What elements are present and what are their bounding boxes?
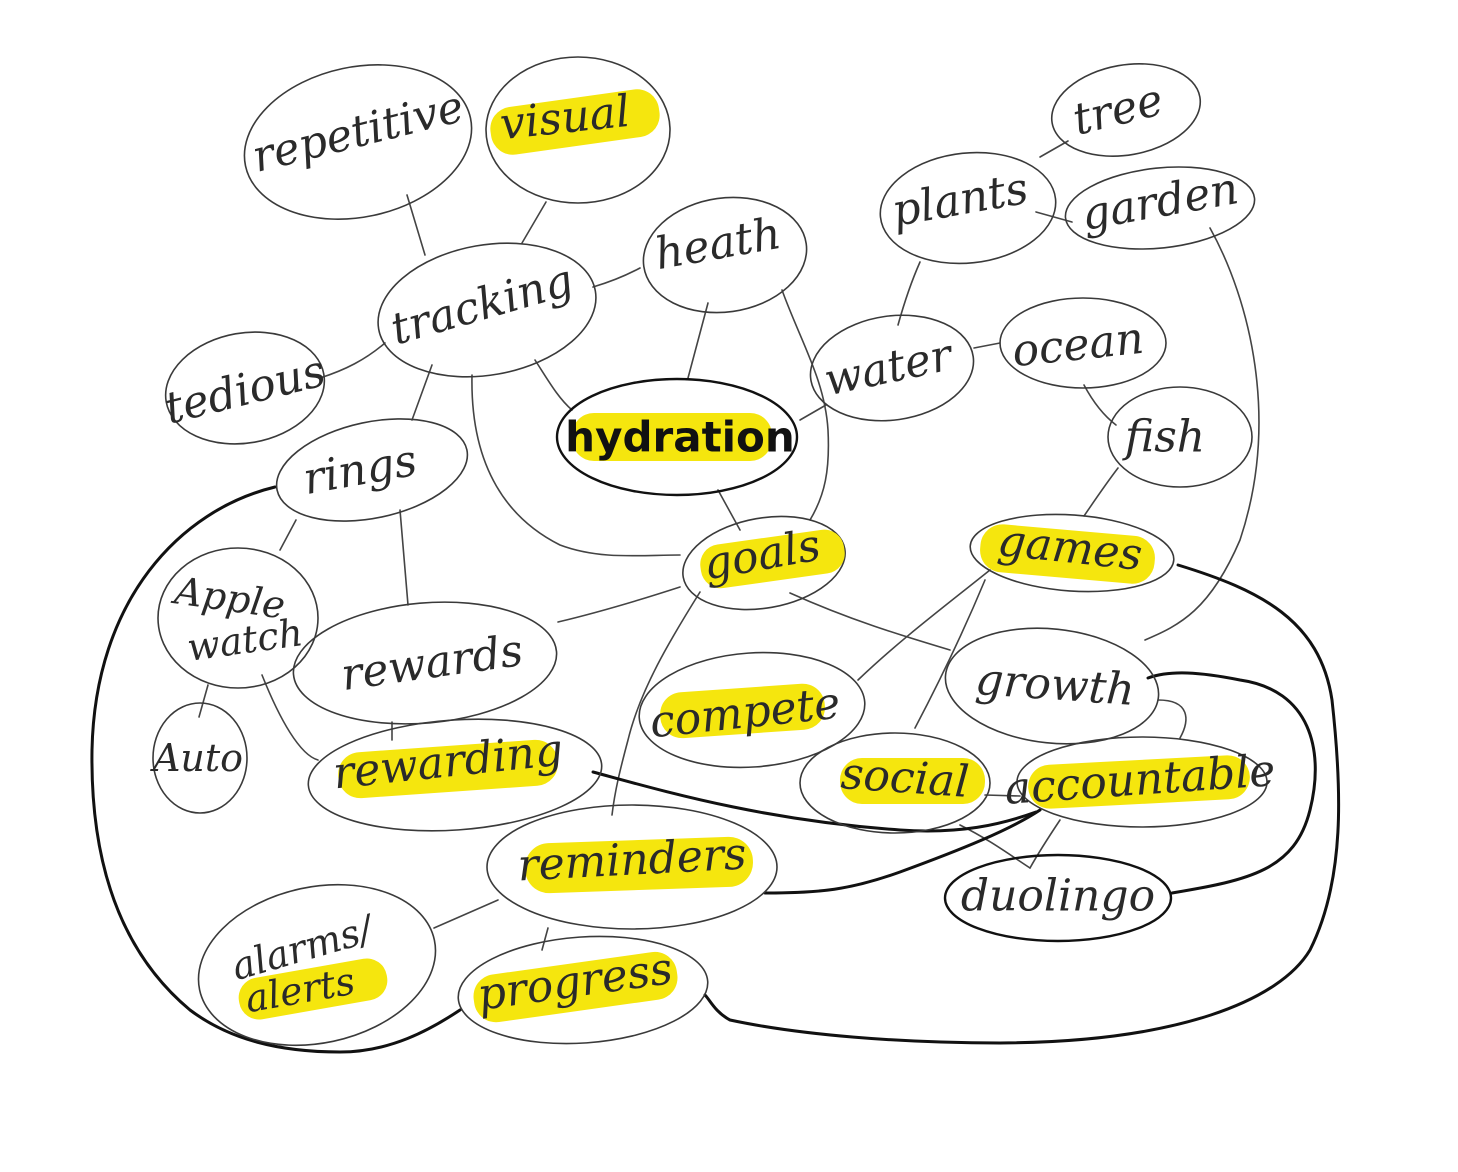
edge-tracking-hydration bbox=[534, 359, 573, 411]
node-rewarding: rewarding bbox=[307, 718, 603, 832]
edge-plants-water bbox=[897, 261, 921, 326]
node-label-fish: fish bbox=[1122, 412, 1205, 463]
edge-tracking-goals bbox=[471, 374, 681, 557]
node-repetitive: repetitive bbox=[243, 64, 473, 220]
edge-reminders-accountable-bold bbox=[763, 808, 1042, 895]
edge-health-hydration bbox=[687, 302, 709, 379]
edge-plants-tree bbox=[1039, 140, 1069, 158]
edge-games-social bbox=[914, 579, 986, 729]
node-label-rewards: rewards bbox=[338, 625, 526, 701]
node-social: social bbox=[799, 732, 991, 834]
edge-ocean-fish bbox=[1083, 384, 1117, 426]
edge-goals-rewards bbox=[557, 586, 681, 623]
node-growth: growth bbox=[944, 627, 1160, 745]
edge-reminders-alarms bbox=[433, 899, 499, 929]
node-label-health: heath bbox=[651, 208, 785, 280]
node-label-garden: garden bbox=[1078, 163, 1242, 241]
node-label-watch: watch bbox=[184, 610, 305, 670]
edge-rings-progress-bold bbox=[90, 485, 462, 1054]
node-rewards: rewards bbox=[292, 601, 558, 725]
edge-repetitive-tracking bbox=[406, 194, 426, 256]
edge-health-goals bbox=[781, 289, 830, 521]
node-label-social: social bbox=[839, 748, 970, 808]
edge-games-compete bbox=[857, 569, 991, 681]
node-label-ocean: ocean bbox=[1010, 313, 1146, 377]
node-compete: compete bbox=[638, 651, 866, 769]
edge-growth-accountable bbox=[1157, 699, 1187, 739]
node-label-auto: Auto bbox=[150, 736, 243, 780]
node-tracking: tracking bbox=[377, 242, 597, 378]
edge-tracking-health bbox=[592, 267, 641, 288]
node-auto: Auto bbox=[150, 702, 248, 814]
node-water: water bbox=[809, 314, 975, 422]
node-hydration: hydration bbox=[555, 377, 799, 497]
node-visual: visual bbox=[485, 56, 671, 204]
node-games: games bbox=[969, 513, 1175, 593]
node-tedious: tedious bbox=[160, 331, 331, 445]
node-fish: fish bbox=[1107, 386, 1253, 488]
node-label-hydration: hydration bbox=[565, 413, 795, 462]
node-label-growth: growth bbox=[974, 654, 1137, 716]
node-ocean: ocean bbox=[999, 297, 1167, 389]
node-label-duolingo: duolingo bbox=[961, 871, 1155, 922]
node-label-accountable: accountable bbox=[1003, 745, 1277, 815]
edge-accountable-duolingo bbox=[1029, 819, 1061, 869]
node-label-plants: plants bbox=[888, 163, 1032, 237]
edge-rewarding-accountable-bold bbox=[591, 770, 1038, 833]
node-label-reminders: reminders bbox=[516, 829, 747, 892]
node-progress: progress bbox=[457, 935, 709, 1045]
edge-reminders-progress bbox=[541, 927, 549, 951]
edge-goals-reminders bbox=[611, 591, 701, 816]
edge-garden-growth bbox=[1144, 227, 1260, 641]
edge-social-accountable bbox=[984, 794, 1021, 797]
edge-fish-games bbox=[1083, 467, 1119, 517]
node-label-rings: rings bbox=[299, 435, 420, 505]
edge-goals-growth bbox=[789, 592, 951, 651]
edge-tracking-tedious bbox=[319, 342, 386, 379]
node-reminders: reminders bbox=[486, 804, 778, 930]
edge-water-ocean bbox=[973, 342, 1001, 349]
node-label-tree: tree bbox=[1068, 74, 1168, 145]
edge-water-hydration bbox=[799, 404, 827, 421]
node-label-water: water bbox=[820, 329, 959, 406]
node-label-tedious: tedious bbox=[160, 345, 331, 434]
edge-duolingo-growth-bold bbox=[1146, 671, 1317, 895]
edge-visual-tracking bbox=[521, 201, 547, 244]
node-rings: rings bbox=[275, 418, 469, 522]
node-garden: garden bbox=[1064, 163, 1256, 250]
edge-rings-applewatch bbox=[279, 519, 297, 551]
edge-rings-rewards bbox=[399, 509, 409, 606]
edge-applewatch-rewarding bbox=[261, 674, 319, 761]
edges bbox=[90, 140, 1341, 1054]
node-goals: goals bbox=[682, 515, 846, 611]
node-tree: tree bbox=[1050, 63, 1202, 157]
node-plants: plants bbox=[879, 151, 1057, 265]
node-label-compete: compete bbox=[647, 678, 842, 749]
edge-games-progress-bold bbox=[703, 563, 1341, 1045]
edge-tracking-rings bbox=[411, 364, 433, 421]
node-accountable: accountable bbox=[1003, 736, 1277, 828]
edge-applewatch-auto bbox=[198, 684, 209, 718]
node-duolingo: duolingo bbox=[943, 853, 1173, 943]
